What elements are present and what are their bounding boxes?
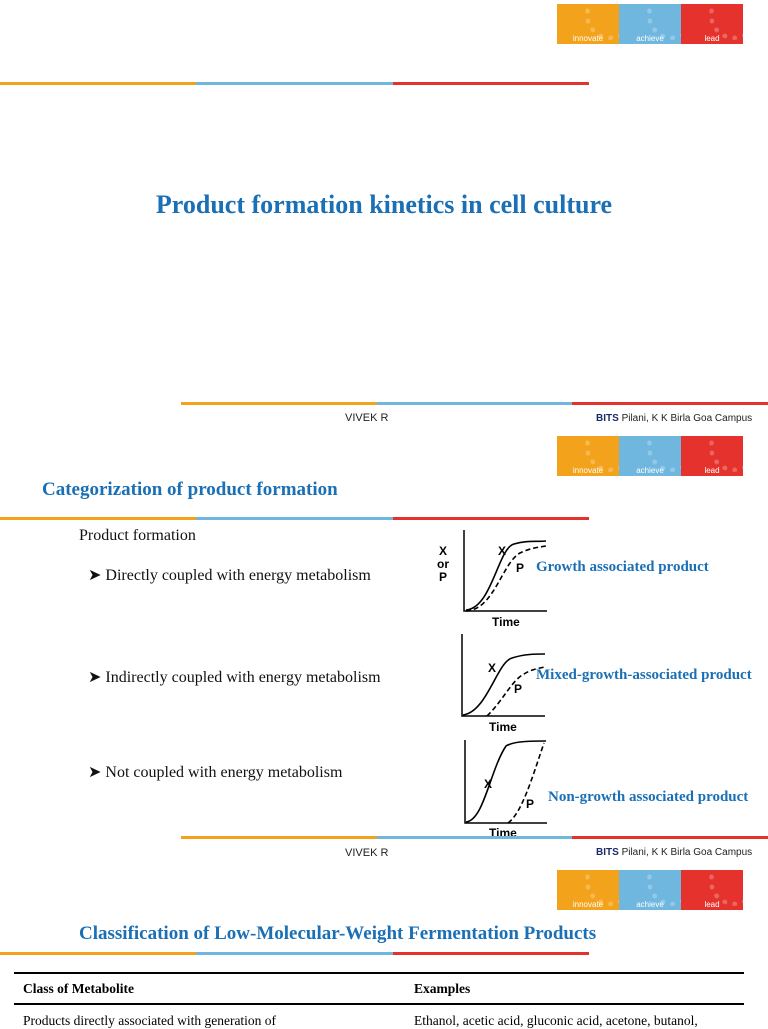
arrow-bullet-icon: ➤ — [88, 764, 102, 781]
label-growth-associated: Growth associated product — [536, 559, 709, 575]
bullet-indirectly-coupled: ➤ Indirectly coupled with energy metabol… — [88, 669, 381, 686]
bullet-not-coupled: ➤ Not coupled with energy metabolism — [88, 764, 343, 781]
header-examples: Examples — [414, 980, 471, 996]
product-formation-heading: Product formation — [79, 527, 196, 544]
graph-xlabel: Time — [489, 720, 517, 734]
footer-author: VIVEK R — [345, 847, 389, 859]
cell-class: Products directly associated with genera… — [23, 1012, 277, 1028]
arrow-bullet-icon: ➤ — [88, 669, 102, 686]
table-header-border — [14, 1003, 744, 1005]
curve-x — [462, 653, 546, 716]
curve-label-x: X — [498, 544, 506, 558]
label-mixed-growth-associated: Mixed-growth-associated product — [536, 667, 752, 683]
bits-logo-banner: innovate achieve lead — [557, 436, 743, 476]
header-class-of-metabolite: Class of Metabolite — [23, 980, 134, 996]
footer-author: VIVEK R — [345, 412, 389, 424]
header-rule — [0, 82, 589, 85]
footer-campus-text: Pilani, K K Birla Goa Campus — [621, 847, 753, 858]
graph-ylabel-x: X — [439, 544, 447, 558]
table-top-border — [14, 972, 744, 974]
logo-innovate: innovate — [557, 870, 619, 910]
bullet-directly-coupled: ➤ Directly coupled with energy metabolis… — [88, 567, 371, 584]
footer-campus: BITS Pilani, K K Birla Goa Campus — [596, 847, 752, 858]
bits-logo-banner: innovate achieve lead — [557, 4, 743, 44]
growth-associated-graph: X or P X P Time — [437, 530, 547, 629]
slide3-title: Classification of Low-Molecular-Weight F… — [79, 923, 597, 944]
graph-axes — [463, 530, 547, 612]
arrow-bullet-icon: ➤ — [88, 567, 102, 584]
footer-campus: BITS Pilani, K K Birla Goa Campus — [596, 413, 752, 424]
footer-rule — [181, 402, 768, 405]
table-header-row: Class of Metabolite Examples — [14, 974, 744, 1003]
curve-p — [507, 742, 545, 824]
logo-innovate: innovate — [557, 436, 619, 476]
bits-logo-banner: innovate achieve lead — [557, 870, 743, 910]
logo-lead: lead — [681, 4, 743, 44]
logo-achieve: achieve — [619, 870, 681, 910]
logo-achieve: achieve — [619, 4, 681, 44]
curve-label-p: P — [514, 682, 522, 696]
slide2-title: Categorization of product formation — [42, 479, 338, 500]
table-row: Products directly associated with genera… — [14, 1013, 744, 1029]
curve-x — [465, 740, 547, 823]
label-non-growth-associated: Non-growth associated product — [548, 789, 749, 805]
curve-x — [465, 540, 547, 611]
logo-lead: lead — [681, 870, 743, 910]
non-growth-graph: X P Time — [464, 740, 547, 840]
graph-axes — [461, 634, 545, 717]
logo-lead: lead — [681, 436, 743, 476]
logo-innovate: innovate — [557, 4, 619, 44]
logo-achieve: achieve — [619, 436, 681, 476]
curve-label-p: P — [526, 797, 534, 811]
curve-p — [486, 666, 546, 717]
footer-campus-text: Pilani, K K Birla Goa Campus — [621, 413, 753, 424]
graph-xlabel: Time — [492, 615, 520, 629]
footer-bits: BITS — [596, 847, 619, 858]
footer-bits: BITS — [596, 413, 619, 424]
curve-label-p: P — [516, 561, 524, 575]
graph-axes — [464, 740, 547, 824]
slide1-title: Product formation kinetics in cell cultu… — [155, 190, 613, 219]
footer-rule — [181, 836, 768, 839]
metabolite-table: Class of Metabolite Examples Products di… — [14, 972, 744, 1029]
mixed-growth-graph: X P Time — [461, 634, 546, 734]
curve-p — [465, 545, 547, 612]
graph-ylabel-p: P — [439, 570, 447, 584]
graph-ylabel-or: or — [437, 557, 449, 571]
header-rule — [0, 517, 589, 520]
curve-label-x: X — [484, 777, 492, 791]
header-rule — [0, 952, 589, 955]
cell-examples: Ethanol, acetic acid, gluconic acid, ace… — [414, 1012, 698, 1028]
curve-label-x: X — [488, 661, 496, 675]
